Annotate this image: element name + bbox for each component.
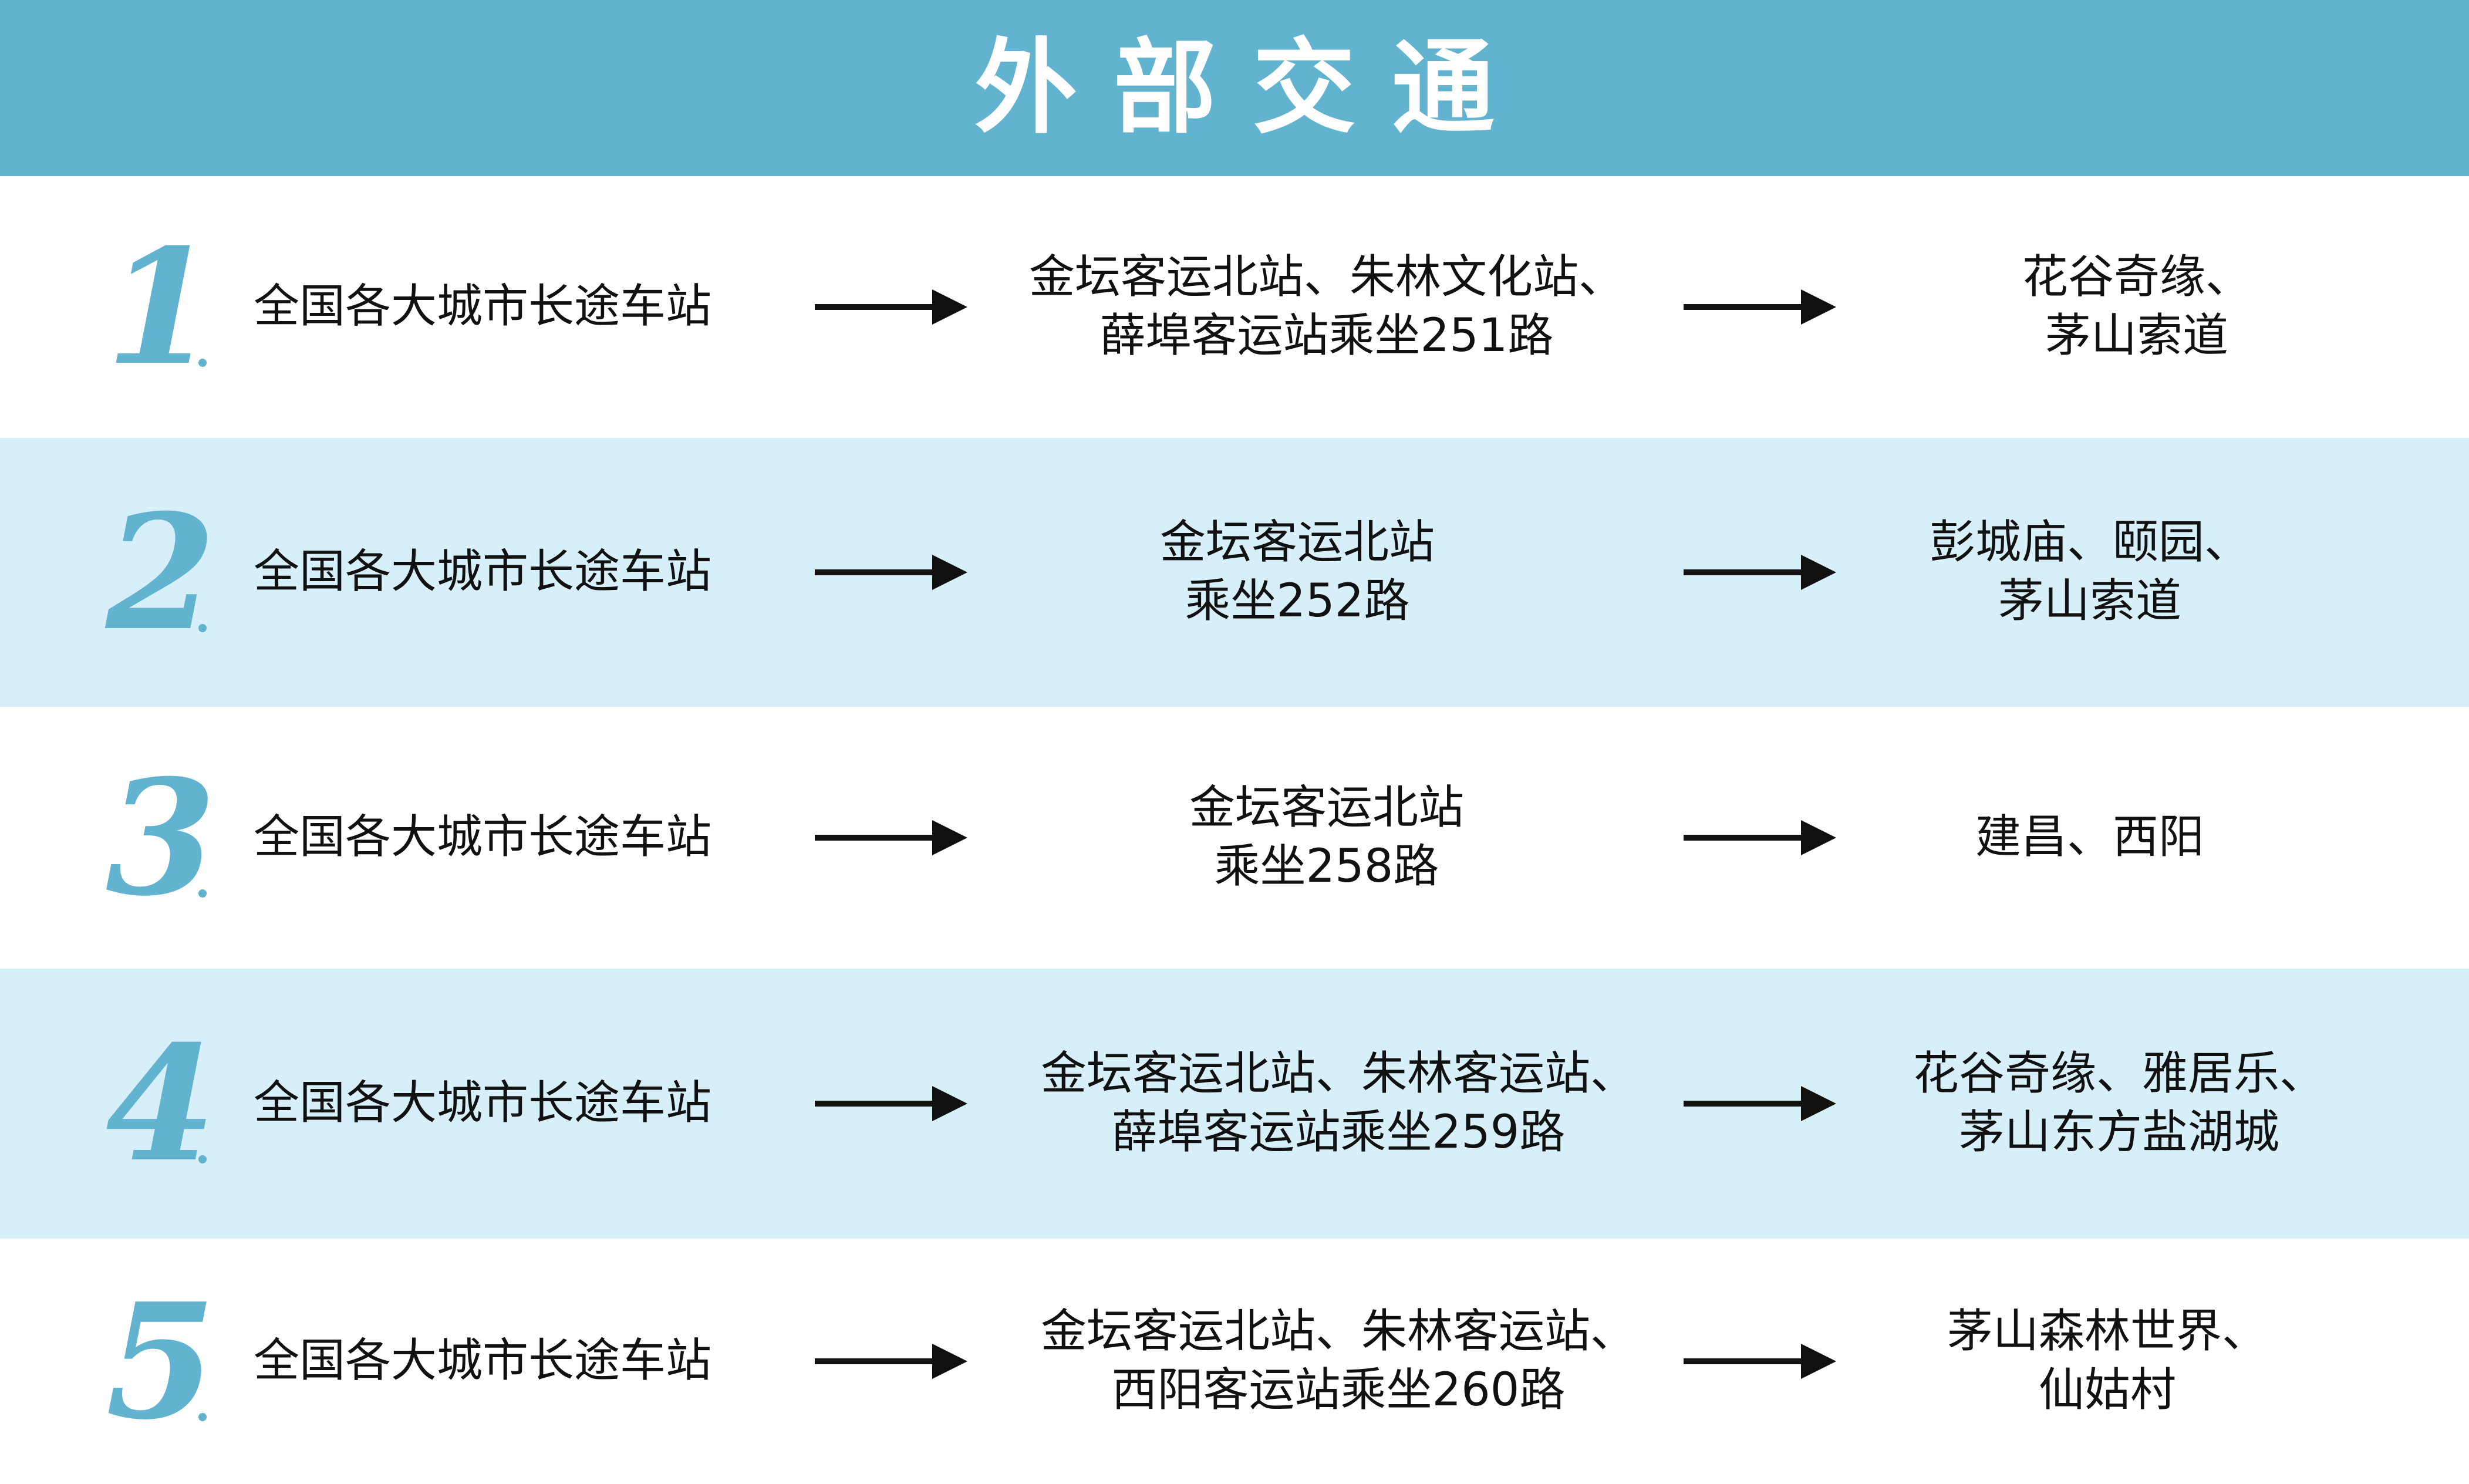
route-number: 4 bbox=[106, 1010, 216, 1197]
route-via: 金坛客运北站、朱林文化站、 薛埠客运站乘坐251路 bbox=[974, 248, 1679, 366]
arrow-right-icon bbox=[815, 555, 967, 590]
page-title: 外部交通 bbox=[974, 28, 1531, 148]
arrow-right-icon bbox=[1684, 820, 1836, 855]
route-row-3: 3 全国各大城市长途车站 金坛客运北站 乘坐258路 建昌、西阳 bbox=[0, 707, 2469, 969]
route-via: 金坛客运北站 乘坐258路 bbox=[974, 779, 1679, 896]
arrow-right-icon bbox=[1684, 289, 1836, 325]
route-via: 金坛客运北站、朱林客运站、 西阳客运站乘坐260路 bbox=[986, 1303, 1691, 1420]
route-row-4: 4 全国各大城市长途车站 金坛客运北站、朱林客运站、 薛埠客运站乘坐259路 花… bbox=[0, 969, 2469, 1239]
route-via-line: 乘坐258路 bbox=[1214, 840, 1439, 893]
header-banner: 外部交通 bbox=[0, 0, 2469, 176]
route-row-2: 2 全国各大城市长途车站 金坛客运北站 乘坐252路 彭城庙、颐园、 茅山索道 bbox=[0, 438, 2469, 707]
route-number-dot bbox=[198, 1413, 207, 1421]
route-destination: 花谷奇缘、 茅山索道 bbox=[1843, 248, 2430, 366]
route-via-line: 金坛客运北站 bbox=[1189, 781, 1464, 835]
route-number: 3 bbox=[106, 744, 216, 931]
route-destination-line: 茅山索道 bbox=[2045, 309, 2228, 362]
arrow-right-icon bbox=[815, 1086, 967, 1121]
route-origin: 全国各大城市长途车站 bbox=[254, 545, 712, 599]
route-row-1: 1 全国各大城市长途车站 金坛客运北站、朱林文化站、 薛埠客运站乘坐251路 花… bbox=[0, 176, 2469, 438]
arrow-right-icon bbox=[1684, 555, 1836, 590]
route-via-line: 金坛客运北站、朱林文化站、 bbox=[1028, 251, 1624, 304]
arrow-right-icon bbox=[1684, 1344, 1836, 1379]
route-destination: 彭城庙、颐园、 茅山索道 bbox=[1796, 514, 2383, 631]
arrow-right-icon bbox=[815, 1344, 967, 1379]
route-origin: 全国各大城市长途车站 bbox=[254, 1334, 712, 1388]
arrow-right-icon bbox=[1684, 1086, 1836, 1121]
route-destination-line: 花谷奇缘、 bbox=[2022, 251, 2251, 304]
route-destination: 花谷奇缘、雅居乐、 茅山东方盐湖城 bbox=[1826, 1045, 2413, 1162]
route-destination-line: 茅山索道 bbox=[1998, 575, 2181, 628]
route-via-line: 西阳客运站乘坐260路 bbox=[1111, 1364, 1566, 1416]
route-destination: 建昌、西阳 bbox=[1796, 808, 2383, 867]
arrow-right-icon bbox=[815, 289, 967, 325]
route-number-dot bbox=[198, 359, 207, 367]
route-number: 5 bbox=[106, 1268, 216, 1455]
route-via-line: 金坛客运北站、朱林客运站、 bbox=[1040, 1305, 1636, 1358]
route-destination-line: 花谷奇缘、雅居乐、 bbox=[1913, 1047, 2325, 1101]
route-destination-line: 仙姑村 bbox=[2038, 1364, 2176, 1416]
route-via-line: 薛埠客运站乘坐259路 bbox=[1111, 1106, 1566, 1159]
route-origin: 全国各大城市长途车站 bbox=[254, 280, 712, 333]
route-destination-line: 茅山东方盐湖城 bbox=[1958, 1106, 2279, 1159]
route-via: 金坛客运北站、朱林客运站、 薛埠客运站乘坐259路 bbox=[986, 1045, 1691, 1162]
route-destination-line: 茅山森林世界、 bbox=[1947, 1305, 2268, 1358]
route-number: 1 bbox=[106, 214, 216, 400]
route-number-dot bbox=[198, 889, 207, 898]
route-row-5: 5 全国各大城市长途车站 金坛客运北站、朱林客运站、 西阳客运站乘坐260路 茅… bbox=[0, 1239, 2469, 1484]
route-number-dot bbox=[198, 624, 207, 632]
route-origin: 全国各大城市长途车站 bbox=[254, 811, 712, 864]
route-number-dot bbox=[198, 1155, 207, 1163]
route-destination: 茅山森林世界、 仙姑村 bbox=[1814, 1303, 2401, 1420]
route-destination-line: 彭城庙、颐园、 bbox=[1929, 516, 2250, 569]
route-destination-line: 建昌、西阳 bbox=[1975, 811, 2204, 864]
route-number: 2 bbox=[106, 479, 216, 666]
route-via-line: 薛埠客运站乘坐251路 bbox=[1099, 309, 1554, 362]
route-via-line: 金坛客运北站、朱林客运站、 bbox=[1040, 1047, 1636, 1101]
arrow-right-icon bbox=[815, 820, 967, 855]
route-via-line: 乘坐252路 bbox=[1185, 575, 1410, 628]
route-via: 金坛客运北站 乘坐252路 bbox=[945, 514, 1650, 631]
route-via-line: 金坛客运北站 bbox=[1159, 516, 1435, 569]
route-origin: 全国各大城市长途车站 bbox=[254, 1077, 712, 1130]
